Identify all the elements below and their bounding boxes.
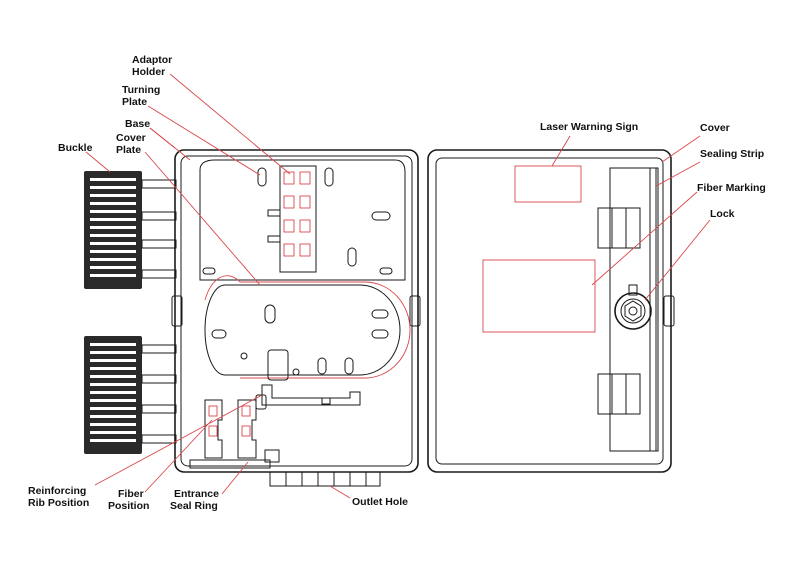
label-base: Base (125, 118, 150, 130)
lock-icon (614, 284, 652, 330)
leader-lines (85, 73, 711, 499)
turning-plate (199, 159, 406, 281)
fiber-marking-area (482, 259, 596, 333)
cover-plate (204, 247, 411, 381)
label-fiber-position-2: Position (108, 500, 149, 512)
label-entrance-seal-1: Entrance (174, 488, 219, 500)
fiber-position-clamps (204, 399, 257, 459)
reinforcing-rib (255, 384, 361, 410)
label-buckle: Buckle (58, 142, 93, 154)
label-adaptor-holder-2: Holder (132, 66, 165, 78)
label-turning-plate-2: Plate (122, 96, 147, 108)
buckle-bottom (84, 336, 177, 454)
outlet-holes (189, 449, 381, 487)
label-reinforcing-rib-1: Reinforcing (28, 485, 86, 497)
label-sealing-strip: Sealing Strip (700, 148, 764, 160)
label-cover: Cover (700, 122, 730, 134)
labels: Adaptor Holder Turning Plate Base Cover … (28, 54, 766, 512)
label-fiber-position-1: Fiber (118, 488, 144, 500)
label-cover-plate-1: Cover (116, 132, 146, 144)
buckle-top (84, 171, 177, 289)
laser-warning-sign-area (514, 165, 582, 203)
label-turning-plate-1: Turning (122, 84, 160, 96)
adaptor-holder (267, 165, 317, 273)
label-adaptor-holder-1: Adaptor (132, 54, 172, 66)
label-reinforcing-rib-2: Rib Position (28, 497, 89, 509)
label-lock: Lock (710, 208, 735, 220)
label-laser-warning-sign: Laser Warning Sign (540, 121, 638, 133)
label-cover-plate-2: Plate (116, 144, 141, 156)
label-entrance-seal-2: Seal Ring (170, 500, 218, 512)
label-fiber-marking: Fiber Marking (697, 182, 766, 194)
cover-box (427, 149, 675, 473)
label-outlet-hole: Outlet Hole (352, 496, 408, 508)
